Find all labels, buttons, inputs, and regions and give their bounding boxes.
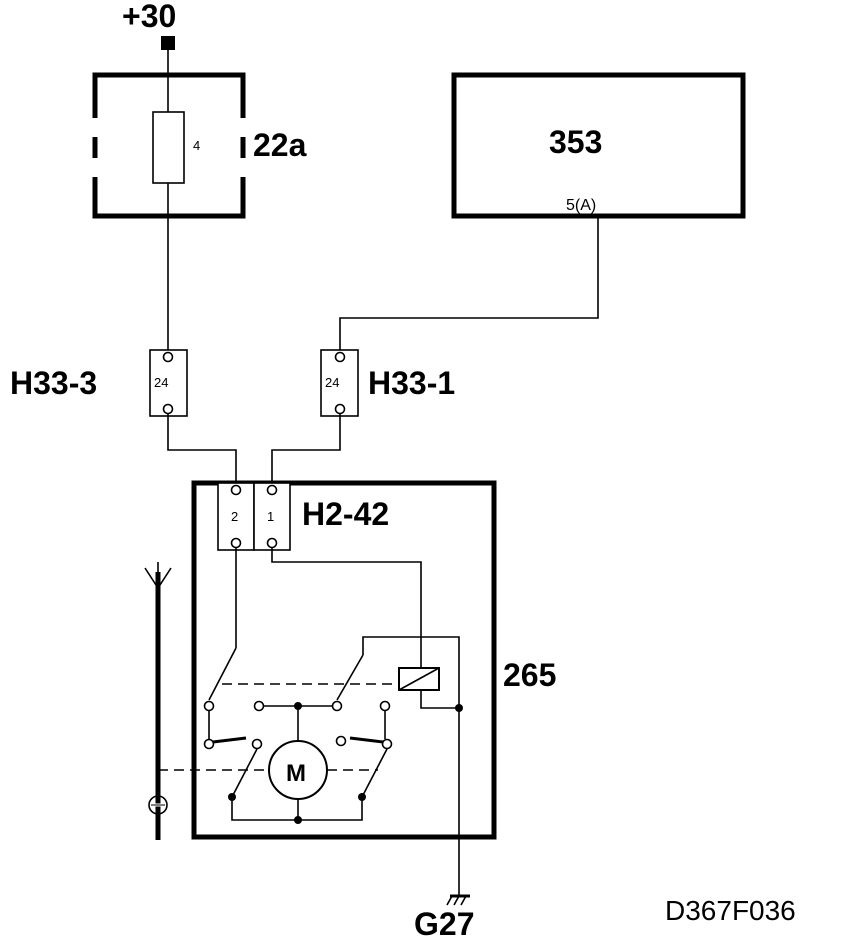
module-353: 353 5(A) — [451, 72, 746, 219]
connector-h2-42: 2 1 H2-42 — [217, 482, 389, 551]
switch-icon — [361, 748, 388, 798]
supply-terminal — [161, 36, 175, 50]
supply-label: +30 — [122, 0, 176, 34]
switch-icon — [349, 736, 384, 744]
module-pin-label: 5(A) — [566, 197, 596, 214]
fuse-number: 4 — [193, 138, 200, 153]
fuse-box-label: 22a — [253, 127, 307, 163]
h2-42-pin-1: 1 — [267, 509, 274, 524]
module-label: 353 — [549, 124, 602, 160]
motor-unit-label: 265 — [503, 657, 556, 693]
h33-1-pin: 24 — [325, 375, 339, 390]
fuse-element — [152, 111, 185, 184]
h33-3-label: H33-3 — [10, 365, 97, 401]
relay-coil-icon — [398, 667, 440, 691]
motor-unit-frame — [191, 480, 497, 840]
antenna-icon — [144, 562, 172, 840]
wire-upper-right-to-ground — [362, 636, 460, 896]
wire-h33-3-to-h2-42 — [167, 414, 237, 486]
h33-1-label: H33-1 — [368, 365, 455, 401]
wire-h33-1-to-h2-42 — [271, 414, 341, 486]
switch-icon — [336, 654, 364, 701]
drawing-reference: D367F036 — [665, 895, 796, 926]
motor-unit-265: 265 2 1 H2-42 — [158, 480, 556, 896]
connector-h33-1: 24 H33-1 — [320, 349, 455, 417]
motor-symbol: M — [286, 760, 306, 787]
wire-353-to-h33-1 — [339, 216, 599, 350]
motor-icon: M — [268, 740, 328, 800]
wire-relay-to-ground-node — [420, 690, 459, 709]
junction-dot — [455, 704, 463, 712]
switch-icon — [231, 748, 258, 798]
h2-42-pin-2: 2 — [231, 509, 238, 524]
wire-pin1-to-relay — [271, 548, 422, 668]
fuse-box-22a: 4 22a — [92, 72, 307, 219]
ground-label: G27 — [414, 906, 474, 942]
h2-42-label: H2-42 — [302, 496, 389, 532]
switch-icon — [208, 647, 237, 701]
connector-h33-3: 24 H33-3 — [10, 349, 188, 417]
ground-icon — [446, 894, 470, 906]
switch-icon — [212, 736, 247, 744]
h33-3-pin: 24 — [154, 375, 168, 390]
